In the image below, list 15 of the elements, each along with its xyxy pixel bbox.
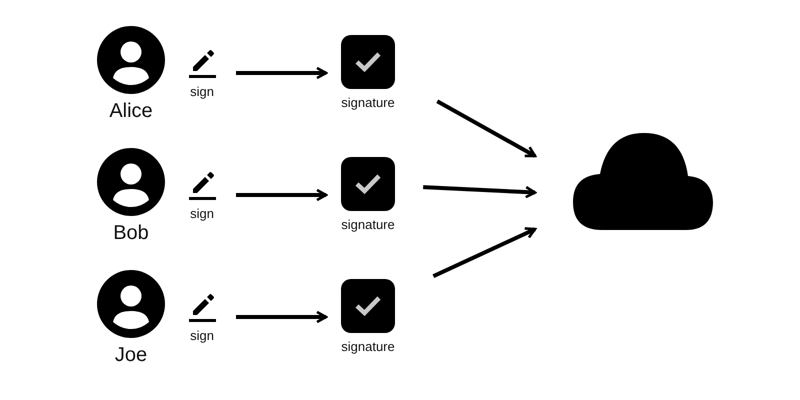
arrow — [436, 100, 536, 158]
person-name: Joe — [114, 345, 148, 365]
arrow — [423, 185, 536, 198]
item-label: signature — [341, 340, 395, 353]
arrow — [432, 227, 536, 278]
person-name: Bob — [113, 223, 149, 243]
item-label: signature — [341, 218, 395, 231]
action-label: sign — [190, 207, 214, 220]
arrow — [236, 310, 328, 324]
action-label: sign — [190, 85, 214, 98]
person-name: Alice — [109, 101, 153, 121]
item-label: signature — [341, 96, 395, 109]
arrow — [236, 188, 328, 202]
arrow — [236, 66, 328, 80]
action-label: sign — [190, 329, 214, 342]
